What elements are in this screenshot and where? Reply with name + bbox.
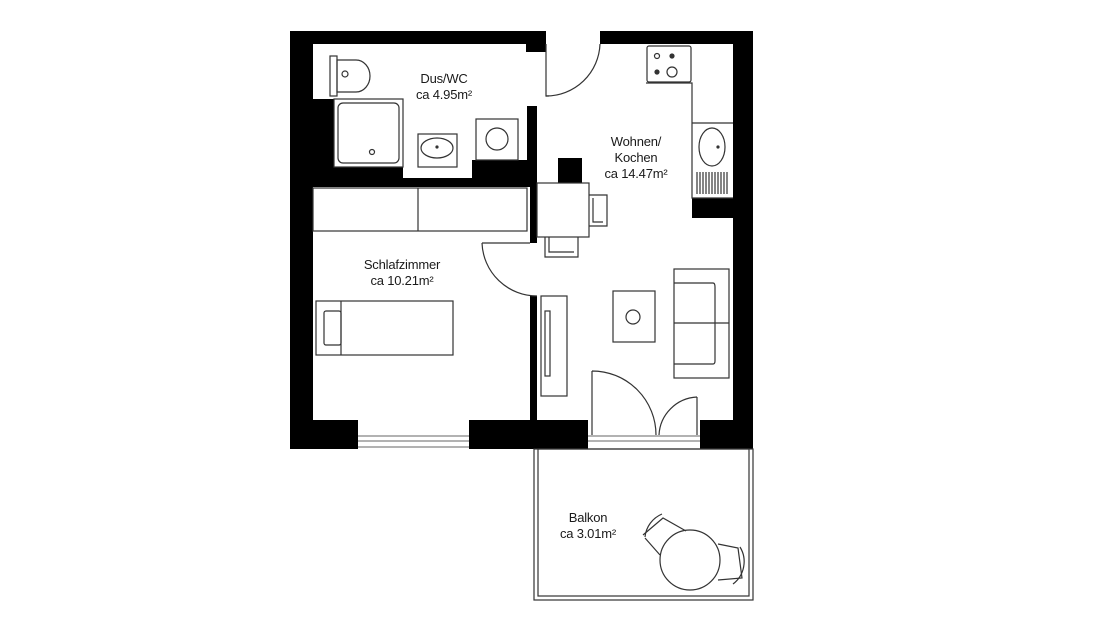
room-area: ca 4.95m² <box>415 87 472 102</box>
room-area: ca 10.21m² <box>370 273 434 288</box>
fixtures <box>312 43 754 601</box>
room-label-bedroom: Schlafzimmer ca 10.21m² <box>352 257 452 289</box>
room-area: ca 14.47m² <box>604 166 668 181</box>
room-area: ca 3.01m² <box>559 526 616 541</box>
room-label-balcony: Balkon ca 3.01m² <box>548 510 628 542</box>
room-name-line1: Wohnen/ <box>610 134 662 149</box>
room-label-bath: Dus/WC ca 4.95m² <box>404 71 484 103</box>
toilet-tank <box>329 55 338 97</box>
toilet-icon <box>336 59 371 93</box>
room-name: Schlafzimmer <box>363 257 441 272</box>
room-name: Dus/WC <box>420 71 468 86</box>
room-label-living: Wohnen/ Kochen ca 14.47m² <box>596 134 676 182</box>
room-name-line2: Kochen <box>614 150 658 165</box>
room-name: Balkon <box>568 510 608 525</box>
walls <box>290 31 753 449</box>
